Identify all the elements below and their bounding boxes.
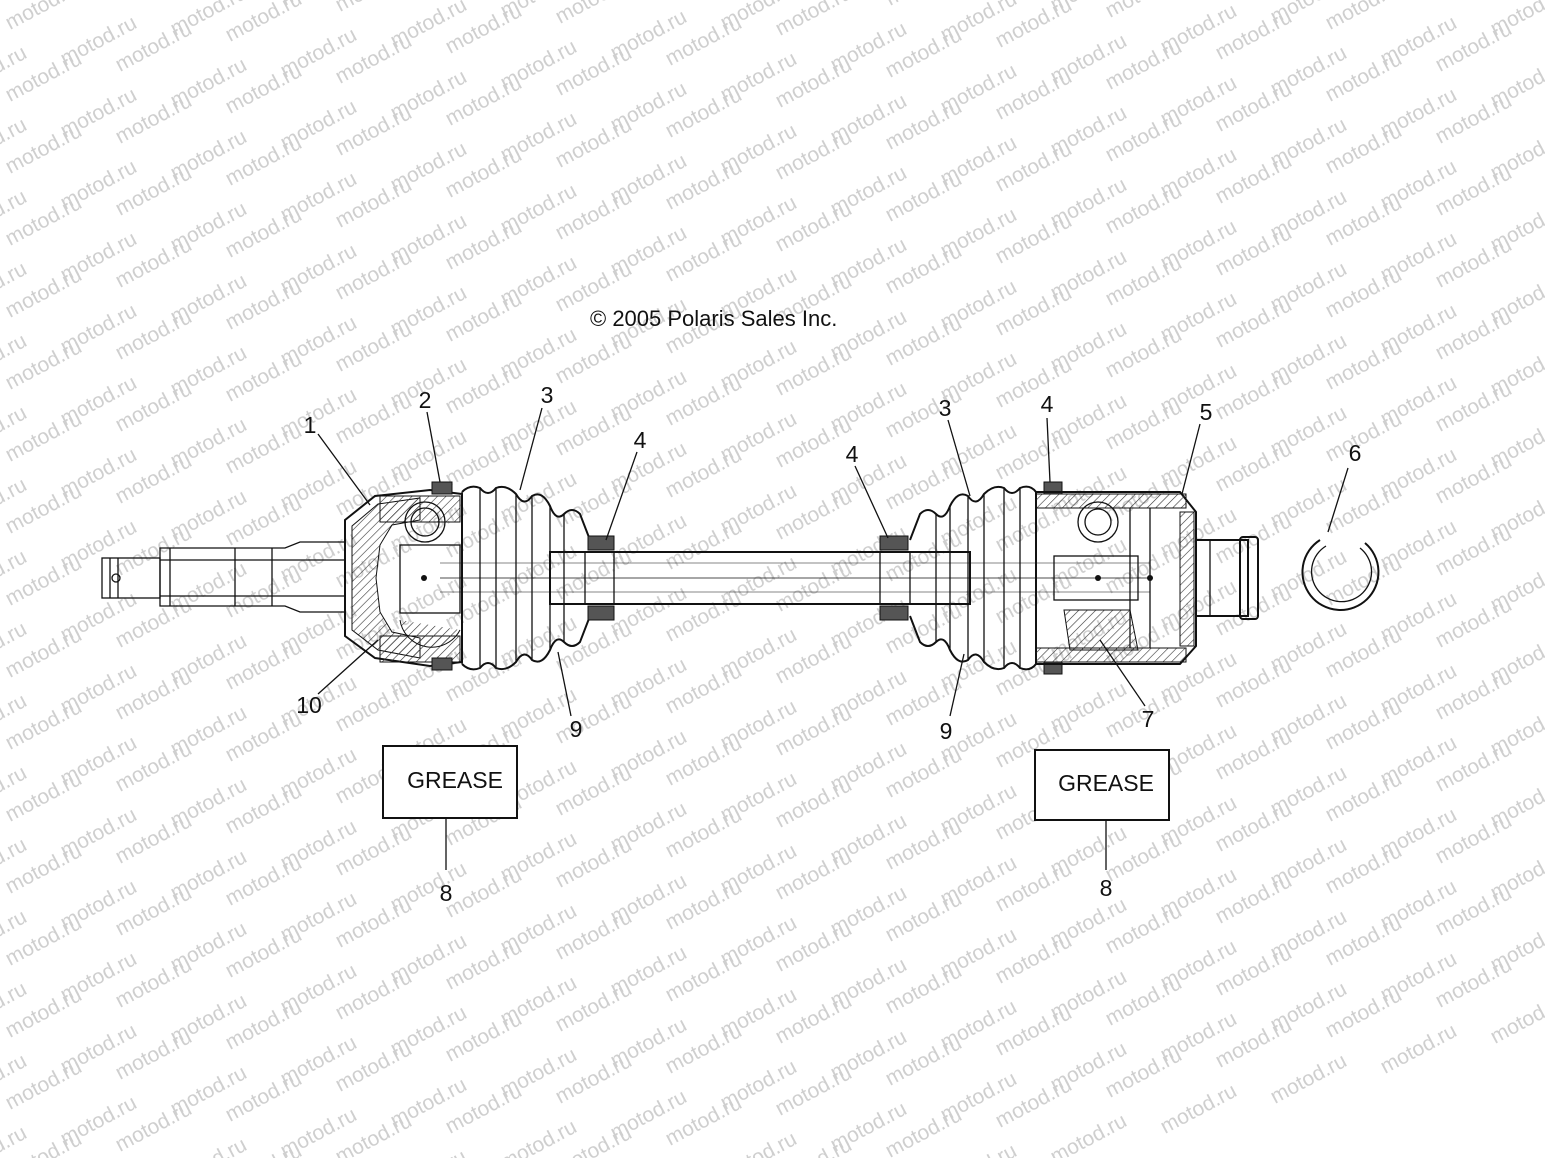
callout-labels: 1 2 3 4 4 3 4 5 6 7 8 8 9 9 10 [296,382,1361,906]
callout-5: 5 [1200,399,1213,425]
boot-clamp-left-outer [431,481,453,671]
watermark-text: motod.ru [387,1145,471,1158]
watermark-text: motod.ru [1157,1079,1241,1138]
right-stub-shaft [1195,536,1259,620]
callout-4-right: 4 [1041,391,1054,417]
copyright-notice: © 2005 Polaris Sales Inc. [590,306,838,331]
grease-box-right: GREASE [1034,749,1170,870]
watermark-text: motod.ru [1102,0,1186,22]
callout-7: 7 [1142,706,1155,732]
watermark-text: motod.ru [1322,0,1406,34]
callout-8-left: 8 [440,880,453,906]
watermark-text: motod.ru [1432,0,1516,4]
watermark-text: motod.ru [882,0,966,10]
callout-1: 1 [304,412,317,438]
watermark-text: motod.ru [772,0,856,40]
grease-label-right: GREASE [1058,770,1154,796]
watermark-text: motod.ru [937,1139,1021,1158]
watermark-text: motod.ru [717,1127,801,1158]
callout-4-center: 4 [846,441,859,467]
callout-8-right: 8 [1100,875,1113,901]
watermark-text: motod.ru [552,0,636,28]
callout-3-right: 3 [939,395,952,421]
callout-3-left: 3 [541,382,554,408]
callout-9-right: 9 [940,718,953,744]
axle-assembly [101,481,1380,675]
grease-label-left: GREASE [407,767,503,793]
cv-boot-right [909,485,1037,671]
callout-4-left: 4 [634,427,647,453]
callout-10: 10 [296,692,322,718]
watermark-text: motod.ru [1047,1109,1131,1158]
retaining-ring [1301,539,1380,611]
watermark-text: motod.ru [1487,989,1545,1048]
watermark-text: motod.ru [112,0,196,4]
watermark-text: motod.ru [1267,1049,1351,1108]
boot-clamp-right-inner [879,535,909,621]
watermark-text: motod.ru [2,0,86,34]
grease-box-left: GREASE [382,745,518,870]
callout-6: 6 [1349,440,1362,466]
callout-2: 2 [419,387,432,413]
watermark-text: motod.ru [332,0,416,16]
watermark-text: motod.ru [167,1133,251,1158]
center-shaft [440,551,1150,605]
inner-cv-housing [1035,491,1197,665]
callout-9-left: 9 [570,716,583,742]
watermark-text: motod.ru [1377,1019,1461,1078]
leader-lines [317,407,1349,717]
boot-clamp-left-inner [587,535,615,621]
